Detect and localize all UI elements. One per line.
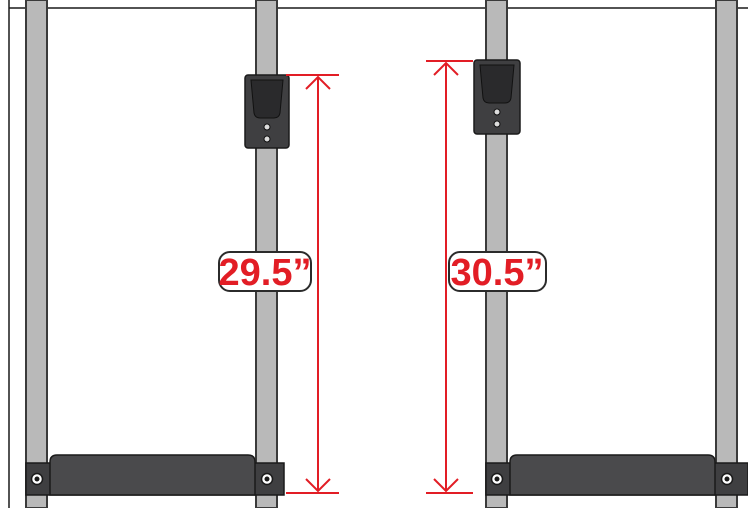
dimension-label-box [448,251,547,292]
left-upright-outer [25,0,48,508]
hook-bracket-icon [244,74,290,149]
dimension-label-box [218,251,312,292]
base-plate-icon [509,454,716,496]
bolt-icon [720,472,734,486]
right-upright-inner [715,0,738,508]
bolt-icon [260,472,274,486]
left-panel: 29.5” [25,0,339,508]
dimension-arrow-icon [286,74,339,494]
dimension-label: 29.5” [219,252,312,294]
bolt-icon [30,472,44,486]
base-plate-icon [49,454,256,496]
dimension-label: 30.5” [451,252,544,294]
hook-bracket-icon [473,59,521,135]
right-panel: 30.5” [426,0,748,508]
bolt-icon [490,472,504,486]
dimension-arrow-icon [426,60,473,494]
